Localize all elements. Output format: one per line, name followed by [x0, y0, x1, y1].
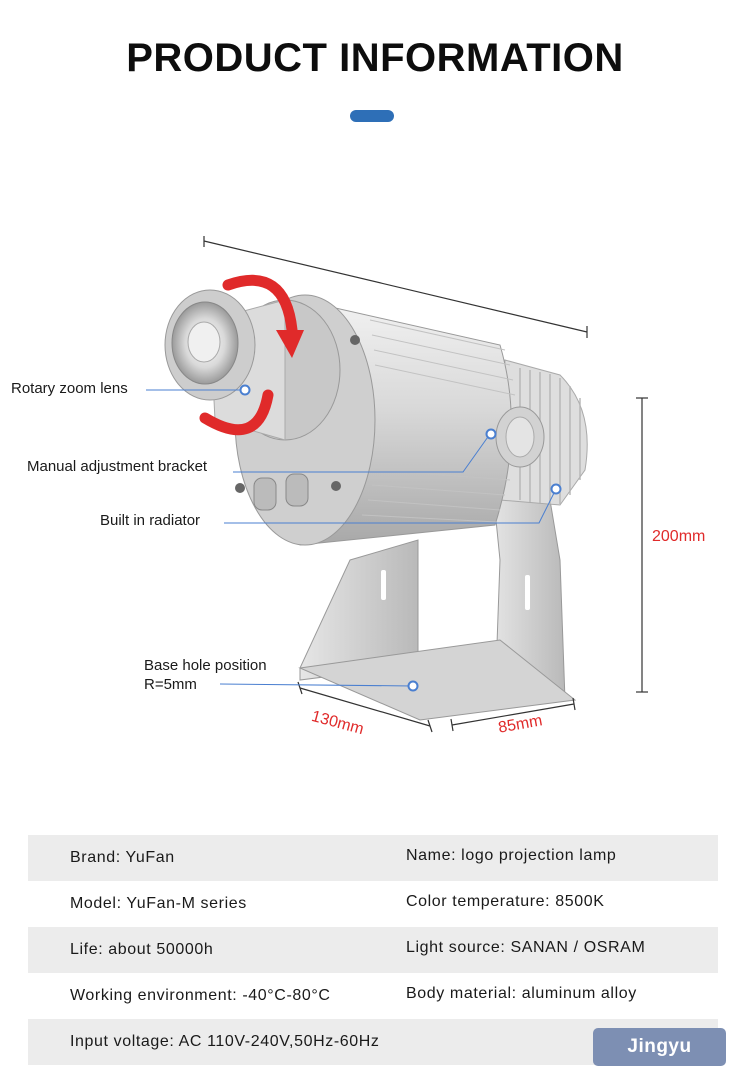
title-accent-bar — [350, 110, 394, 122]
rotation-arrow-icon — [199, 274, 298, 436]
callout-leader-lines — [146, 389, 557, 687]
spec-light-source: Light source: SANAN / OSRAM — [406, 939, 646, 956]
zoom-lens — [164, 289, 341, 441]
callout-built-in-radiator: Built in radiator — [100, 512, 201, 529]
spec-row: Life: about 50000h Light source: SANAN /… — [28, 927, 718, 973]
spec-input-voltage: Input voltage: AC 110V-240V,50Hz-60Hz — [70, 1033, 380, 1050]
spec-body-material: Body material: aluminum alloy — [406, 985, 637, 1002]
callout-base-hole-position: Base hole position — [144, 657, 267, 674]
height-dimension-line — [636, 397, 648, 693]
spec-row: Brand: YuFan Name: logo projection lamp — [28, 835, 718, 881]
callout-base-hole-radius: R=5mm — [144, 676, 197, 693]
page-title: PRODUCT INFORMATION — [126, 36, 624, 80]
product-illustration — [146, 236, 648, 733]
watermark-badge: Jingyu — [593, 1028, 726, 1066]
spec-table: Brand: YuFan Name: logo projection lamp … — [28, 835, 718, 1065]
stand-bracket — [298, 459, 577, 721]
dimension-height-label: 200mm — [652, 528, 706, 545]
spec-working-environment: Working environment: -40°C-80°C — [70, 987, 331, 1004]
adjustment-knob — [495, 406, 545, 468]
rotation-arrowhead-icon — [276, 330, 304, 358]
callout-rotary-zoom-lens: Rotary zoom lens — [11, 380, 128, 397]
length-dimension-line — [203, 236, 588, 338]
spec-model: Model: YuFan-M series — [70, 895, 247, 912]
callout-manual-adjustment-bracket: Manual adjustment bracket — [27, 458, 208, 475]
spec-life: Life: about 50000h — [70, 941, 214, 958]
base-dimension-lines — [297, 681, 576, 733]
spec-row: Model: YuFan-M series Color temperature:… — [28, 881, 718, 927]
callout-dots — [239, 384, 562, 692]
spec-brand: Brand: YuFan — [70, 849, 175, 866]
spec-color-temperature: Color temperature: 8500K — [406, 893, 605, 910]
spec-row: Working environment: -40°C-80°C Body mat… — [28, 973, 718, 1019]
spec-name: Name: logo projection lamp — [406, 847, 617, 864]
